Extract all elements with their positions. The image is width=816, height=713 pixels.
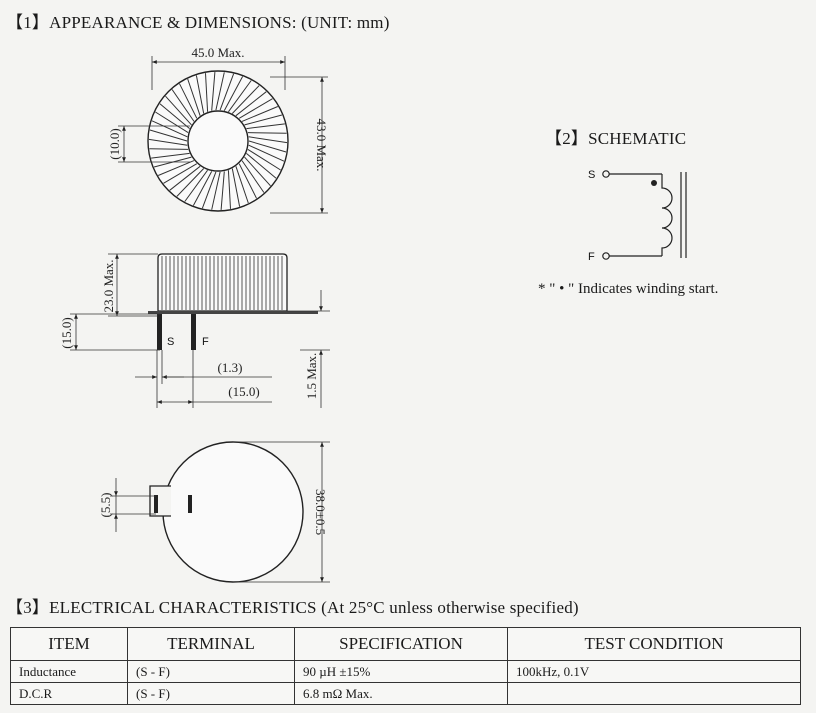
winding-turn: [244, 114, 283, 126]
winding-turn: [192, 171, 213, 206]
winding-turn: [165, 95, 192, 126]
winding-turn: [248, 136, 288, 144]
toroid-top-view: [147, 70, 289, 212]
table-header-row: ITEM TERMINAL SPECIFICATION TEST CONDITI…: [10, 627, 801, 661]
winding-turn: [211, 72, 216, 111]
winding-start-note: * " • " Indicates winding start.: [538, 281, 719, 297]
winding-turn: [220, 171, 225, 210]
table-row: Inductance (S - F) 90 µH ±15% 100kHz, 0.…: [10, 660, 801, 683]
winding-turn: [149, 148, 189, 150]
pin-length-label: 1.5 Max.: [304, 353, 319, 400]
terminal-s-node: [602, 170, 610, 178]
terminal-f-label: F: [202, 336, 209, 348]
winding-turn: [247, 132, 287, 134]
cell-test-condition: 100kHz, 0.1V: [507, 660, 801, 683]
winding-turn: [184, 169, 209, 202]
winding-turn: [238, 98, 273, 119]
terminal-s-label: S: [167, 336, 174, 348]
height-max-label: 43.0 Max.: [314, 118, 329, 171]
winding-turn: [241, 160, 265, 193]
base-bottom-view: [149, 441, 304, 583]
width-max-label: 45.0 Max.: [191, 45, 244, 60]
winding-turn: [241, 106, 278, 122]
pin-width-label: (1.3): [218, 360, 243, 375]
pad-spacing-label: (5.5): [98, 493, 113, 518]
winding-turn: [169, 165, 201, 191]
header-specification: SPECIFICATION: [294, 627, 508, 661]
winding-turn: [231, 85, 260, 114]
winding-turn: [246, 123, 285, 130]
electrical-table: ITEM TERMINAL SPECIFICATION TEST CONDITI…: [10, 627, 801, 705]
winding-turn: [231, 168, 241, 207]
pin-spacing-label: (15.0): [59, 317, 74, 348]
cell-item: D.C.R: [10, 682, 128, 705]
winding-turn: [158, 160, 195, 176]
terminal-f-node: [602, 252, 610, 260]
inner-dia-label: (10.0): [107, 128, 122, 159]
winding-turn: [227, 80, 252, 113]
header-terminal: TERMINAL: [127, 627, 295, 661]
winding-turn: [179, 83, 198, 119]
winding-turn: [235, 166, 249, 204]
winding-turn: [223, 76, 244, 111]
winding-turn: [171, 89, 195, 122]
schematic-f-label: F: [588, 251, 595, 263]
table-row: D.C.R (S - F) 6.8 mΩ Max.: [10, 682, 801, 705]
schematic-title: 【2】SCHEMATIC: [545, 129, 687, 148]
winding-turn: [176, 168, 205, 197]
toroid-side-view: [148, 253, 318, 350]
winding-turn: [215, 72, 225, 111]
winding-turn: [211, 171, 221, 210]
winding-turn: [149, 129, 188, 142]
cell-terminal: (S - F): [127, 660, 295, 683]
winding-turn: [238, 163, 257, 199]
thickness-max-label: 23.0 Max.: [101, 259, 116, 312]
winding-turn: [155, 111, 189, 134]
schematic-diagram: [602, 170, 687, 260]
side-dimensions: [70, 253, 330, 408]
header-item: ITEM: [10, 627, 128, 661]
winding-turn: [244, 156, 271, 187]
winding-turn: [235, 91, 267, 117]
base-dimensions: [110, 441, 330, 583]
winding-turn: [248, 144, 285, 162]
winding-turn: [246, 153, 277, 179]
cell-test-condition: [507, 682, 801, 705]
winding-turn: [248, 140, 287, 153]
electrical-title: 【3】ELECTRICAL CHARACTERISTICS (At 25°C u…: [6, 598, 579, 617]
winding-start-dot: [651, 180, 657, 186]
base-dia-label: 38.0±0.5: [313, 489, 328, 535]
pin-pitch-label: (15.0): [228, 384, 259, 399]
winding-turn: [159, 103, 190, 129]
winding-turn: [205, 73, 209, 112]
inductor-coil: [661, 174, 673, 256]
winding-turn: [195, 75, 205, 114]
appearance-title: 【1】APPEARANCE & DIMENSIONS: (UNIT: mm): [6, 13, 390, 32]
winding-turn: [227, 170, 231, 209]
top-dimensions: [118, 56, 328, 214]
winding-turn: [163, 163, 198, 184]
winding-turn: [247, 148, 281, 171]
winding-turn: [187, 78, 201, 116]
winding-turn: [219, 73, 235, 111]
winding-turn: [148, 138, 188, 146]
winding-turn: [151, 152, 190, 159]
winding-turn: [151, 120, 188, 138]
header-test-condition: TEST CONDITION: [507, 627, 801, 661]
cell-specification: 6.8 mΩ Max.: [294, 682, 508, 705]
schematic-s-label: S: [588, 169, 595, 181]
cell-specification: 90 µH ±15%: [294, 660, 508, 683]
cell-terminal: (S - F): [127, 682, 295, 705]
winding-turn: [201, 171, 217, 209]
cell-item: Inductance: [10, 660, 128, 683]
